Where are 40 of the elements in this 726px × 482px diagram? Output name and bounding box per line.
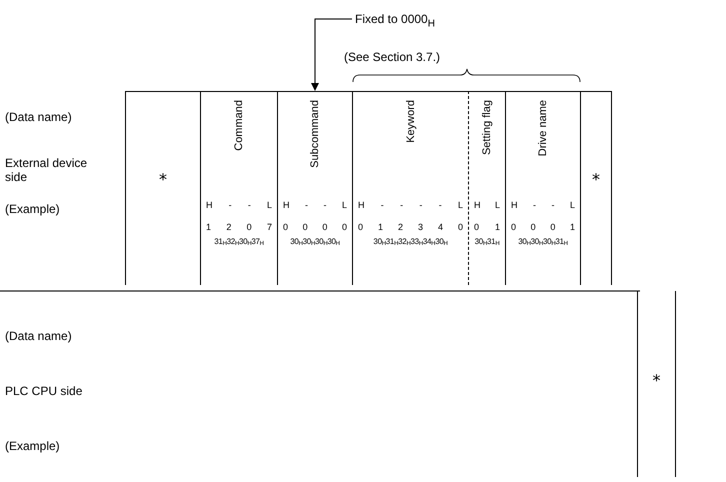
digit-order-marks: H - - L [511,200,575,210]
row-label: (Data name) [5,110,72,124]
asterisk: * [158,170,168,189]
digit-order-marks: H - - L [283,200,347,210]
row-label: (Example) [5,202,60,216]
row-label: (Data name) [5,329,72,343]
row-label: External device side [5,156,88,184]
digit-order-marks: H L [474,200,500,210]
frame-cell [637,291,676,477]
example-value: 0 0 0 0 [283,222,347,232]
frame-field [277,91,352,285]
frame-cell [125,91,200,285]
ascii-code: 31$_{H}$32$_{H}$30$_{H}$37$_{H}$ [213,237,265,247]
example-value: 0 1 [474,222,500,232]
example-value: 0 0 0 1 [511,222,575,232]
frame-cell [580,91,612,285]
digit-order-marks: H - - - - L [358,200,463,210]
example-value: 0 1 2 3 4 0 [358,222,463,232]
asterisk: * [591,170,601,189]
frame-field [352,91,468,285]
ascii-code: 30$_{H}$31$_{H}$ [474,237,500,247]
frame-field [468,91,505,285]
field-name: Subcommand [309,100,321,168]
example-value: 1 2 0 7 [206,222,272,232]
row-label: (Example) [5,439,60,453]
asterisk: * [652,371,662,390]
frame-field [505,91,580,285]
digit-order-marks: H - - L [206,200,272,210]
frame-field [200,91,277,285]
field-name: Keyword [404,100,416,143]
row-label: PLC CPU side [5,384,82,398]
field-name: Command [233,100,245,151]
annotation-text: Fixed to 0000$_{H}$ [355,12,435,26]
leader-arrow [311,18,352,91]
field-name: Drive name [537,100,549,156]
ascii-code: 30$_{H}$31$_{H}$32$_{H}$33$_{H}$34$_{H}$30$_{H}$ [372,237,449,247]
section-reference: (See Section 3.7.) [342,50,442,64]
ascii-code: 30$_{H}$30$_{H}$30$_{H}$30$_{H}$ [289,237,341,247]
field-name: Setting flag [481,100,493,156]
ascii-code: 30$_{H}$30$_{H}$30$_{H}$31$_{H}$ [517,237,569,247]
